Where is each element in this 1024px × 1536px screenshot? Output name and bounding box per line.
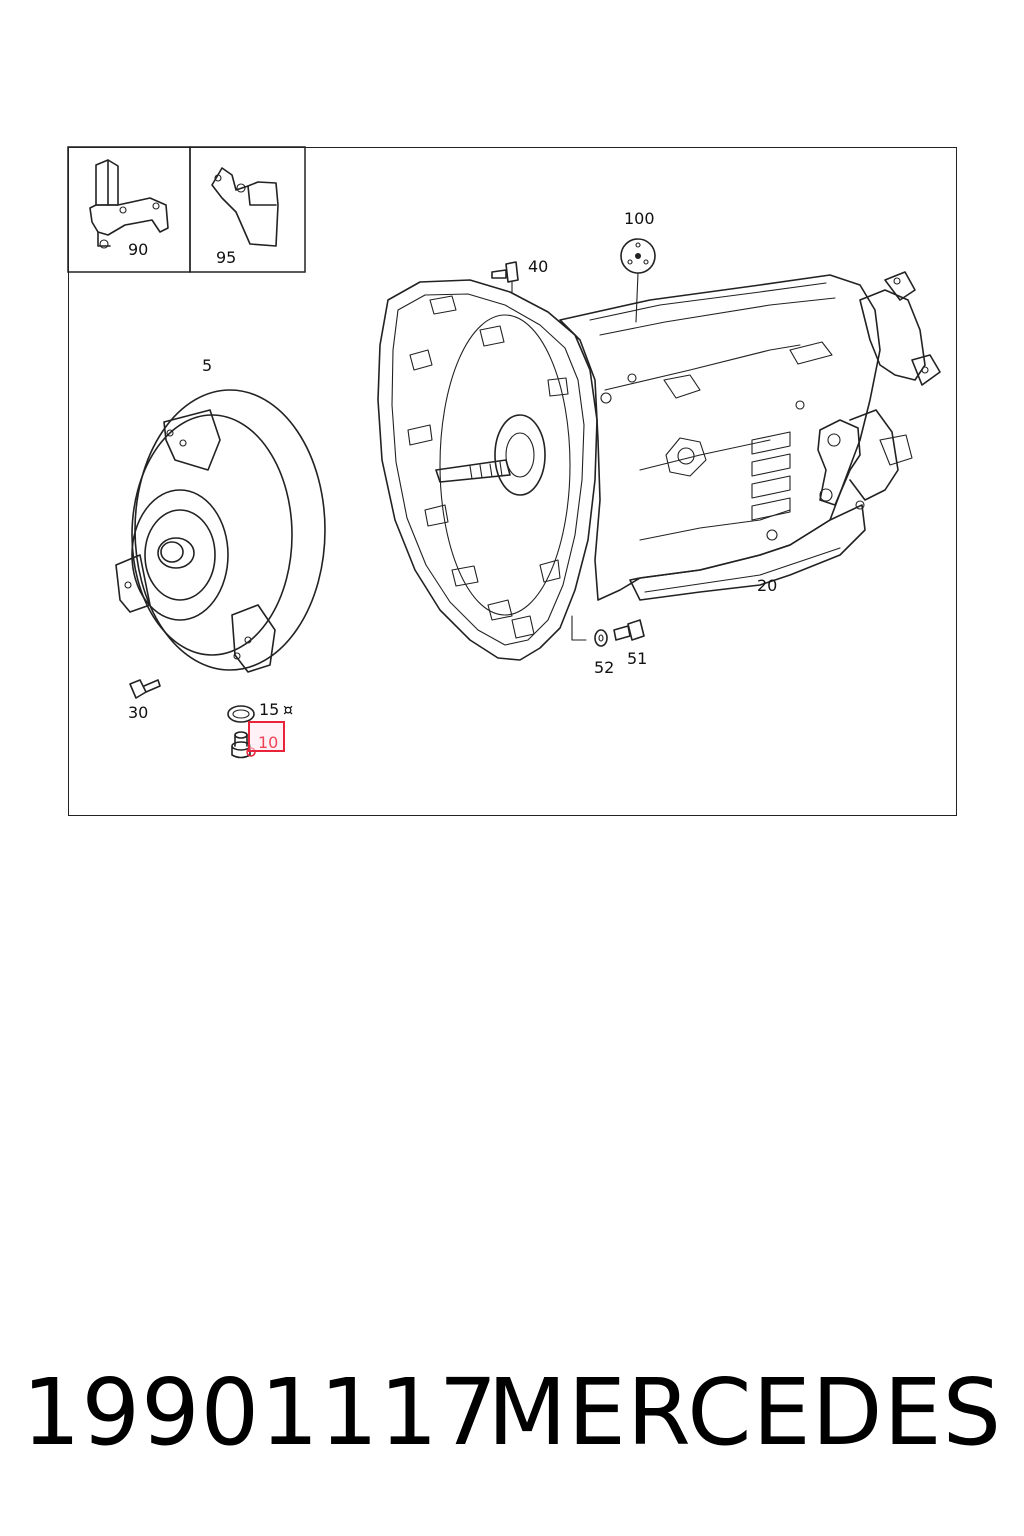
drain-plug-10-icon[interactable] — [231, 721, 285, 759]
label-100-icon[interactable] — [620, 238, 656, 323]
torque-converter-5-icon[interactable] — [115, 389, 326, 673]
bolt-51-icon[interactable] — [613, 619, 645, 641]
washer-52-icon[interactable] — [594, 629, 608, 647]
parts-diagram: 90 95 100 40 5 20 52 51 30 15 ¤ 10 — [67, 146, 941, 759]
label-100: 100 — [624, 209, 655, 228]
highlight-box — [248, 721, 285, 752]
bolt-30-icon[interactable] — [129, 679, 161, 699]
label-20: 20 — [757, 576, 777, 595]
footer: 19901117 MERCEDES — [0, 1358, 1024, 1468]
label-90: 90 — [128, 240, 148, 259]
label-51: 51 — [627, 649, 647, 668]
transmission-housing-20-icon[interactable] — [377, 271, 941, 661]
label-15: 15 — [259, 700, 279, 719]
bolt-40-icon[interactable] — [491, 261, 519, 293]
brand-name: MERCEDES — [487, 1359, 1002, 1466]
parts-diagram-frame — [68, 147, 957, 816]
label-30: 30 — [128, 703, 148, 722]
label-40: 40 — [528, 257, 548, 276]
label-5: 5 — [202, 356, 212, 375]
label-95: 95 — [216, 248, 236, 267]
label-52: 52 — [594, 658, 614, 677]
seal-ring-15-icon[interactable] — [227, 705, 255, 723]
label-10[interactable]: 10 — [258, 733, 278, 752]
inset-boxes — [67, 146, 306, 273]
bracket-90-icon[interactable] — [89, 159, 169, 249]
bracket-95-icon[interactable] — [211, 167, 279, 247]
part-number: 19901117 — [22, 1359, 499, 1466]
label-15-mark: ¤ — [283, 700, 293, 719]
